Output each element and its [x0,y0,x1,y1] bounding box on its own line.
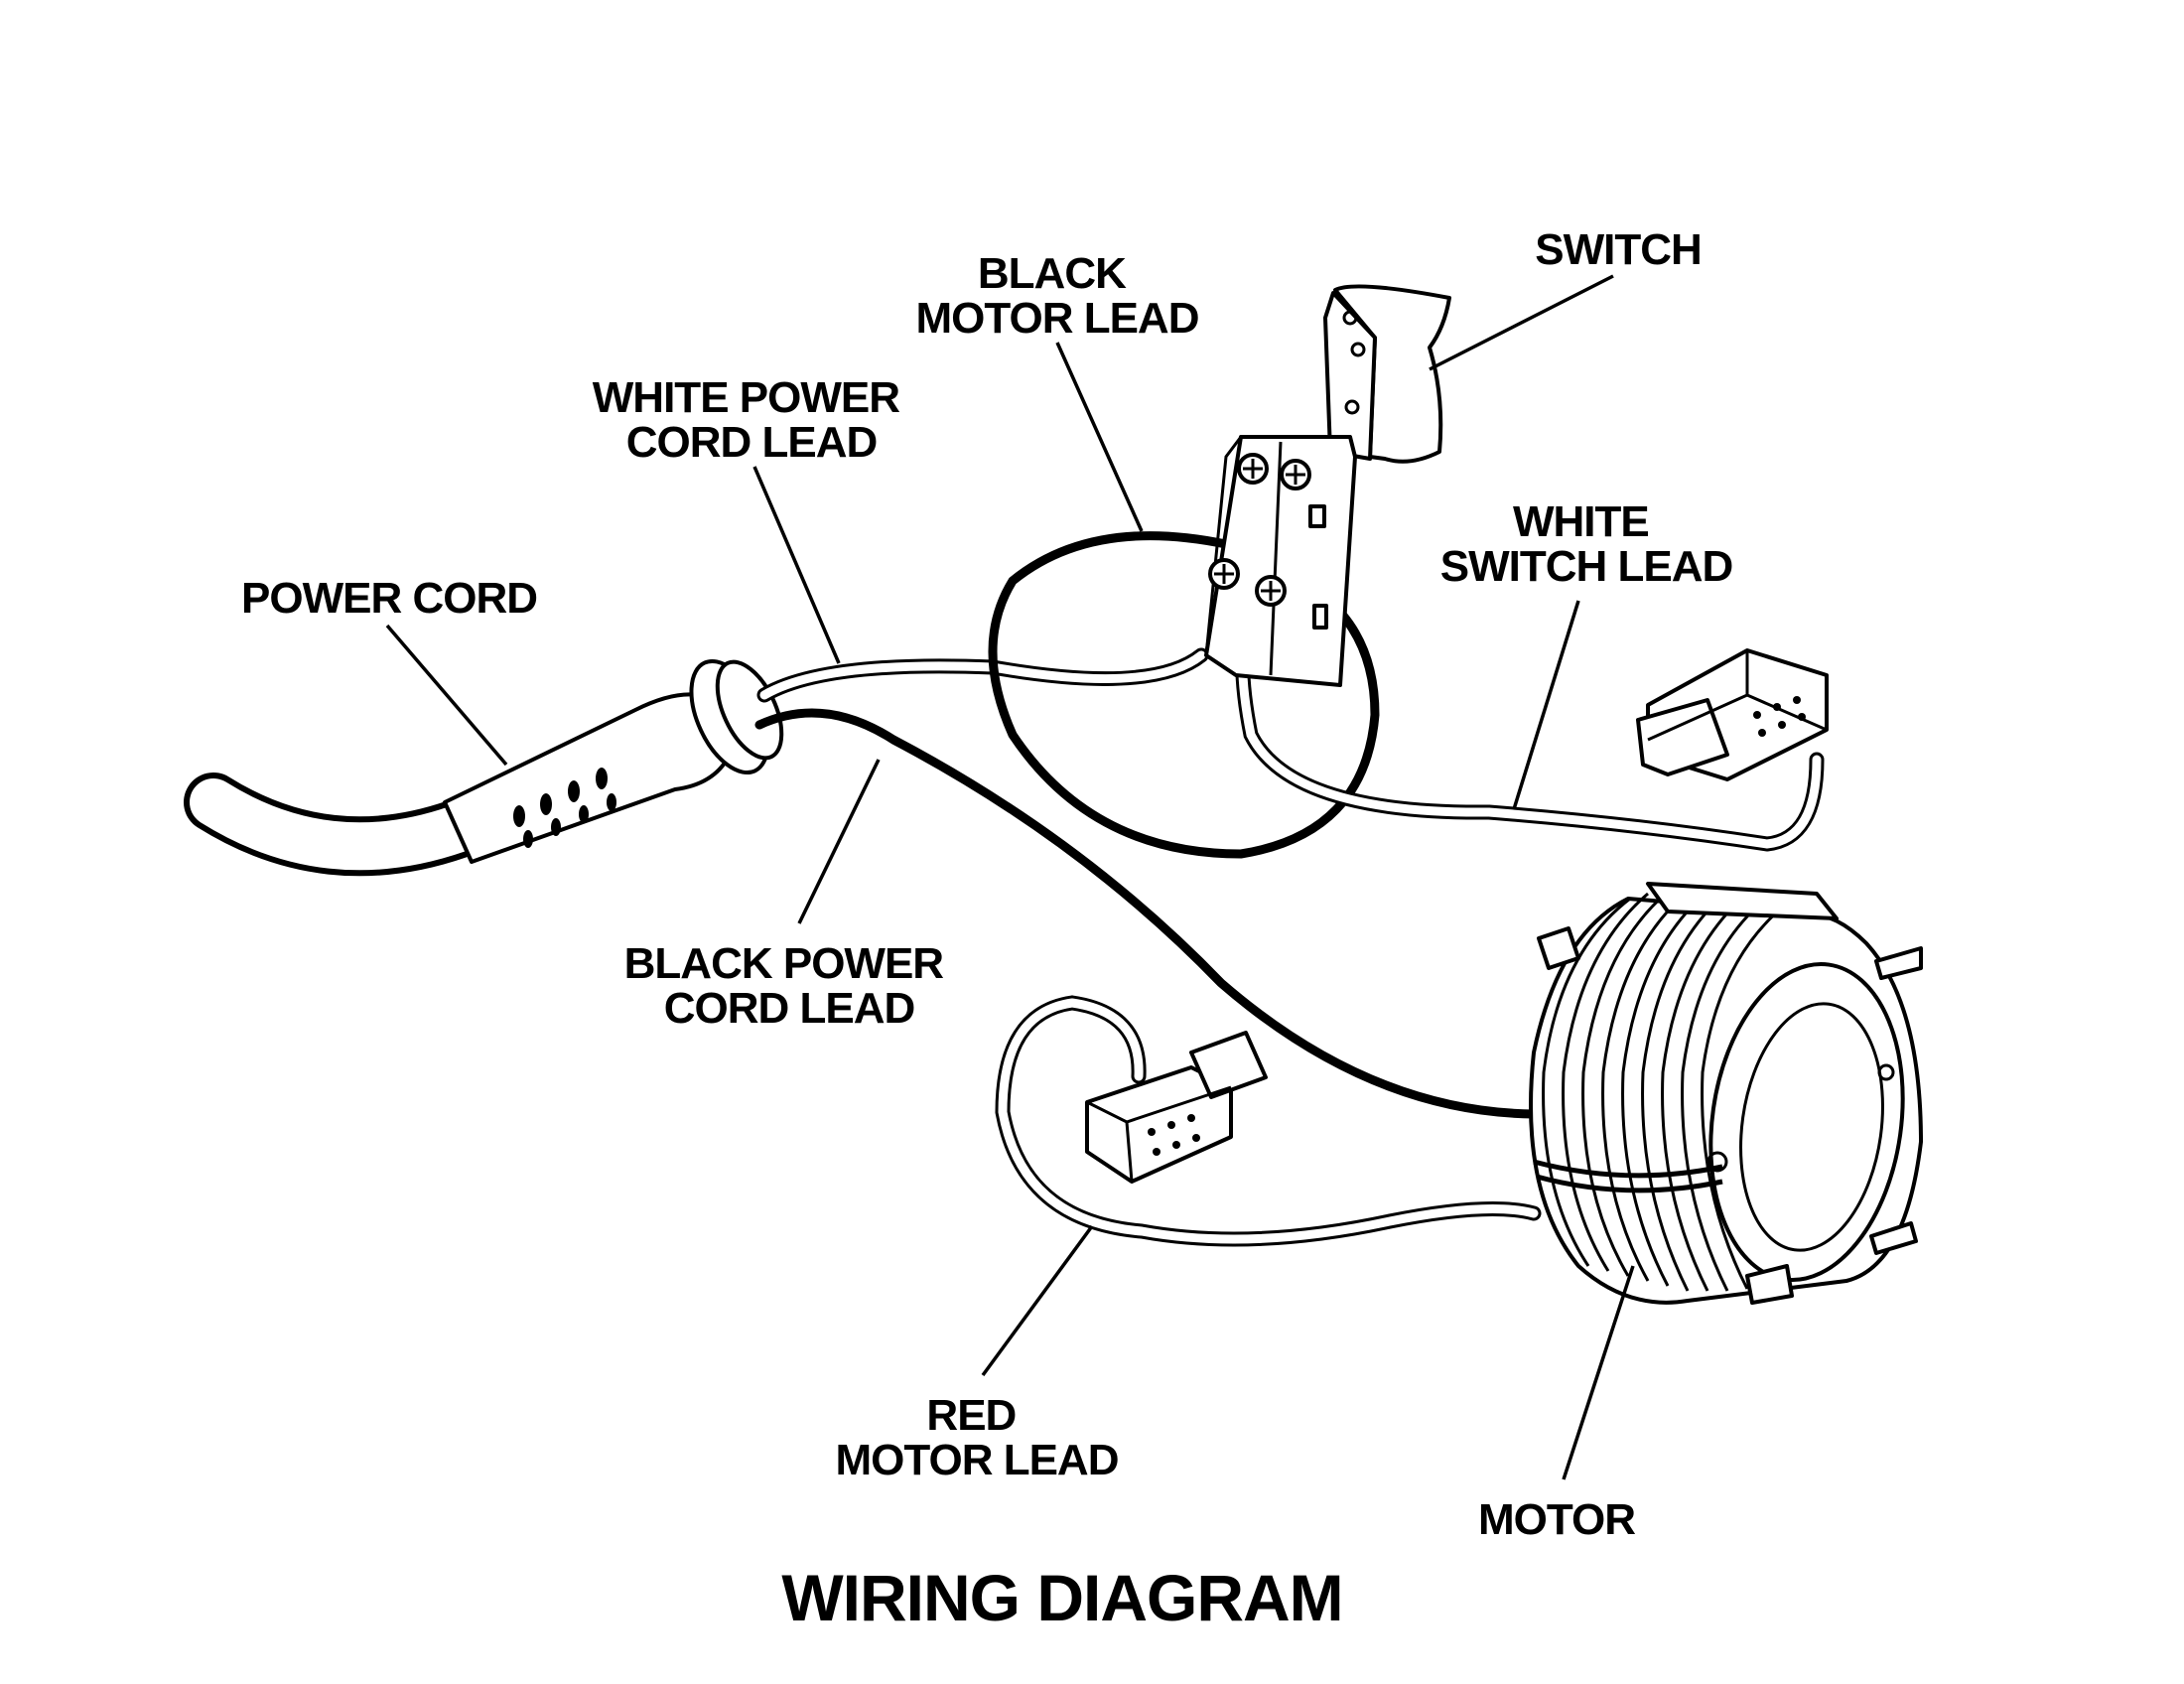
switch [1204,284,1451,687]
leader-switch [1429,274,1614,371]
strain-relief-holes [513,768,616,848]
motor-windings [1542,890,1788,1292]
leader-black-motor-lead [1055,342,1144,532]
leader-power-cord [385,624,508,767]
connector-red-lead [1085,1031,1268,1184]
label-black-power-cord-lead: BLACK POWER CORD LEAD [624,939,955,1033]
power-cord [184,658,784,877]
diagram-title: WIRING DIAGRAM [781,1561,1342,1634]
switch-terminal-screws [1208,453,1311,607]
label-red-motor-lead: RED MOTOR LEAD [836,1391,1119,1484]
wires [754,531,1825,1247]
label-white-switch-lead: WHITE SWITCH LEAD [1440,497,1733,591]
label-white-power-cord-lead: WHITE POWER CORD LEAD [593,373,910,467]
leader-red-motor-lead [981,1224,1094,1377]
connector-switch-lead [1636,648,1829,781]
motor [1529,882,1923,1305]
leader-lines [385,274,1635,1480]
label-switch: SWITCH [1535,225,1702,274]
label-black-motor-lead: BLACK MOTOR LEAD [916,249,1199,343]
leader-white-switch-lead [1512,600,1580,810]
leader-white-power-cord-lead [752,466,841,664]
label-power-cord: POWER CORD [241,574,537,623]
label-motor: MOTOR [1478,1495,1635,1544]
leader-black-power-cord-lead [797,759,881,924]
leader-motor [1562,1265,1635,1480]
